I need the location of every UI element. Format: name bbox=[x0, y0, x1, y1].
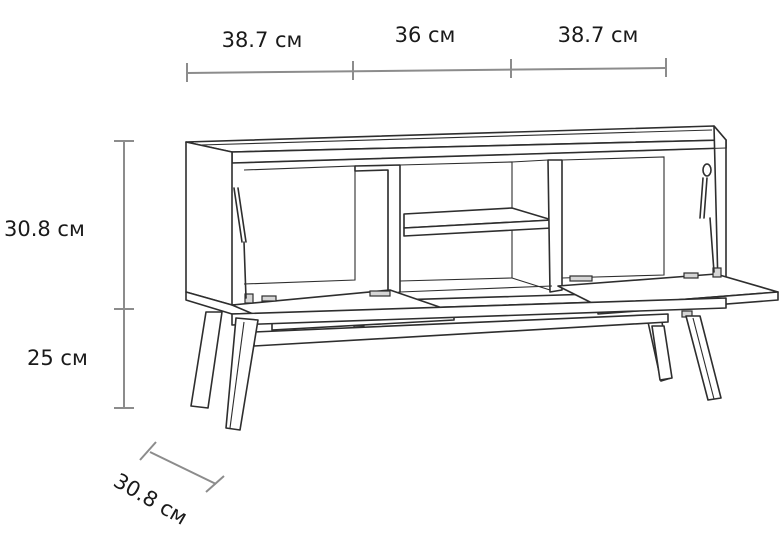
leg-height-label: 25 см bbox=[27, 346, 88, 370]
depth-label: 30.8 см bbox=[110, 469, 192, 530]
width-right-label: 38.7 см bbox=[558, 23, 639, 47]
width-left-label: 38.7 см bbox=[222, 28, 303, 52]
depth-dimension-line bbox=[139, 441, 225, 493]
height-dimension-line bbox=[114, 140, 134, 409]
plinth-rail bbox=[231, 297, 727, 347]
width-middle-label: 36 см bbox=[395, 23, 456, 47]
right-door-open bbox=[557, 163, 779, 318]
cabinet-height-label: 30.8 см bbox=[4, 217, 85, 241]
width-dimension-line bbox=[186, 58, 667, 82]
tv-stand-illustration bbox=[185, 125, 779, 431]
front-legs bbox=[190, 311, 722, 431]
